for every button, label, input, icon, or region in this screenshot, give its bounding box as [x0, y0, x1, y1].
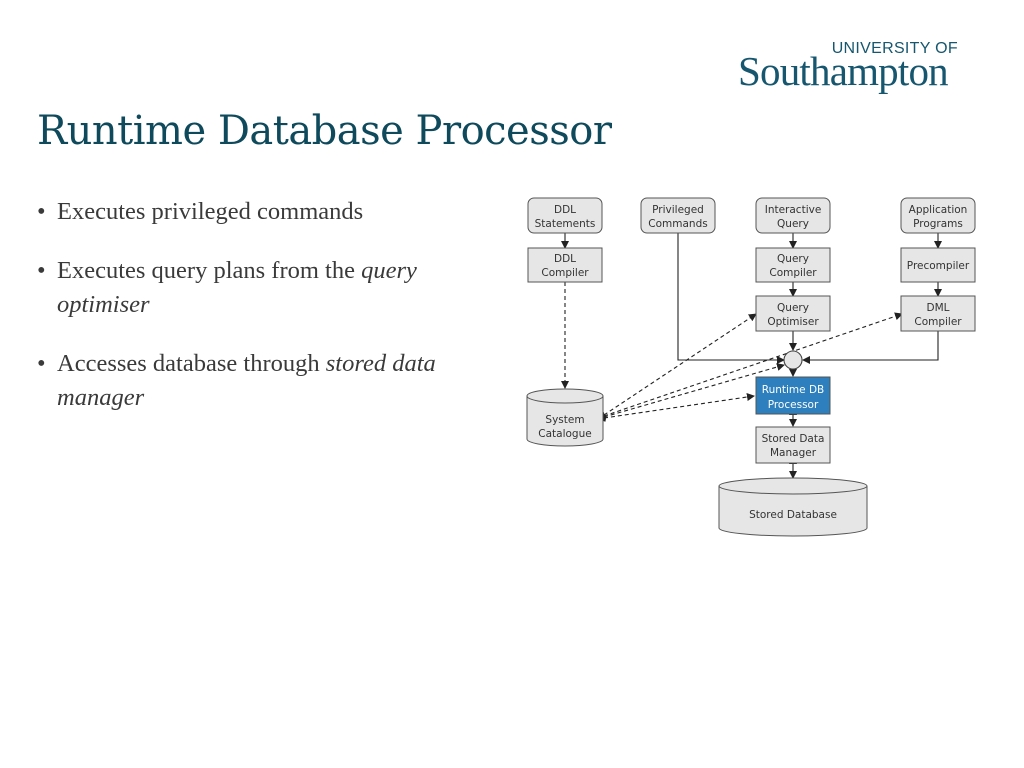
node-label: Stored Database	[749, 509, 837, 521]
stored-database-cylinder: Stored Database	[718, 477, 868, 537]
node-label: Interactive	[765, 204, 822, 216]
node-label: Compiler	[541, 267, 589, 279]
node-label: DDL	[554, 204, 576, 216]
runtime-db-processor-box: Runtime DB Processor	[755, 376, 831, 415]
privileged-commands-box: Privileged Commands	[640, 197, 716, 234]
junction-node	[783, 350, 803, 370]
bullet-item: • Executes query plans from the query op…	[37, 254, 497, 322]
node-label: Query	[777, 302, 809, 314]
dbms-architecture-diagram: DDL Statements Privileged Commands Inter…	[526, 197, 976, 537]
slide-title: Runtime Database Processor	[37, 108, 612, 154]
node-label: Query	[777, 218, 809, 230]
bullet-dot: •	[37, 257, 46, 284]
bullet-item: • Executes privileged commands	[37, 195, 497, 229]
node-label: Runtime DB	[762, 384, 824, 396]
node-label: Processor	[768, 399, 819, 411]
node-label: Manager	[770, 447, 817, 459]
edge-catalogue-dml-compiler	[597, 312, 903, 420]
node-label: Query	[777, 253, 809, 265]
bullet-text: Accesses database through	[57, 350, 326, 377]
ddl-statements-box: DDL Statements	[527, 197, 603, 234]
node-label: Commands	[648, 218, 707, 230]
ddl-compiler-box: DDL Compiler	[527, 247, 603, 283]
node-label: Compiler	[914, 316, 962, 328]
node-label: Programs	[913, 218, 963, 230]
query-compiler-box: Query Compiler	[755, 247, 831, 283]
logo-southampton: Southampton	[738, 48, 949, 94]
node-label: Stored Data	[762, 433, 825, 445]
node-label: Privileged	[652, 204, 704, 216]
edge-catalogue-runtime-processor	[597, 393, 755, 422]
node-label: System	[545, 414, 584, 426]
system-catalogue-cylinder: System Catalogue	[526, 388, 604, 447]
bullet-italic-text: stored data manager	[57, 350, 436, 411]
bullet-list: • Executes privileged commands • Execute…	[37, 195, 497, 440]
bullet-item: • Accesses database through stored data …	[37, 347, 497, 415]
dml-compiler-box: DML Compiler	[900, 295, 976, 332]
bullet-italic-text: query optimiser	[57, 257, 417, 318]
node-label: DML	[927, 302, 950, 314]
bullet-text: Executes privileged commands	[57, 198, 364, 225]
node-label: Precompiler	[907, 260, 970, 272]
bullet-text: Executes query plans from the	[57, 257, 362, 284]
node-label: Catalogue	[538, 428, 591, 440]
university-logo: UNIVERSITY OF Southampton	[738, 40, 988, 100]
edges	[561, 233, 942, 479]
query-optimiser-box: Query Optimiser	[755, 295, 831, 332]
interactive-query-box: Interactive Query	[755, 197, 831, 234]
node-label: Compiler	[769, 267, 817, 279]
precompiler-box: Precompiler	[900, 247, 976, 283]
edge-catalogue-optimiser	[598, 313, 757, 419]
node-label: Statements	[535, 218, 596, 230]
edge-dml-compiler-to-junction	[802, 331, 939, 364]
bullet-dot: •	[37, 198, 46, 225]
application-programs-box: Application Programs	[900, 197, 976, 234]
bullet-dot: •	[37, 350, 46, 377]
node-label: Application	[909, 204, 968, 216]
stored-data-manager-box: Stored Data Manager	[755, 426, 831, 464]
node-label: DDL	[554, 253, 576, 265]
logo-university-of: UNIVERSITY OF	[831, 40, 958, 57]
node-label: Optimiser	[767, 316, 819, 328]
